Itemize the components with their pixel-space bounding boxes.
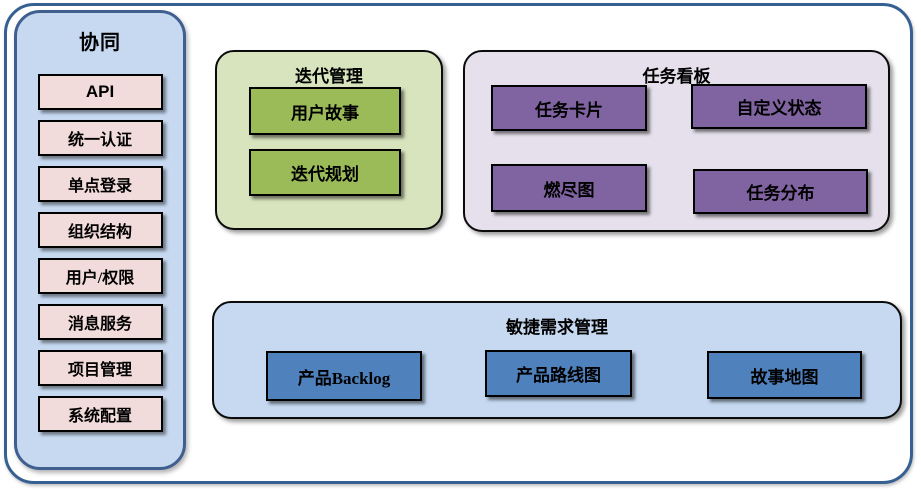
sidebar-item-message-service: 消息服务	[37, 304, 163, 340]
panel-iteration-title: 迭代管理	[295, 67, 363, 86]
card-burndown-chart: 燃尽图	[491, 164, 647, 212]
panel-agile-requirements: 敏捷需求管理 产品Backlog 产品路线图 故事地图	[212, 301, 902, 419]
sidebar-title: 协同	[79, 32, 121, 54]
panel-task-board-title: 任务看板	[642, 67, 711, 86]
panel-task-board: 任务看板 任务卡片 自定义状态 燃尽图 任务分布	[463, 50, 890, 232]
sidebar-item-user-permissions: 用户/权限	[37, 258, 163, 294]
panel-agile-requirements-title: 敏捷需求管理	[506, 318, 608, 337]
sidebar-item-single-sign-on: 单点登录	[37, 166, 163, 202]
sidebar-item-api: API	[37, 74, 163, 110]
sidebar-item-list: API 统一认证 单点登录 组织结构 用户/权限 消息服务 项目管理 系统配置	[17, 74, 183, 432]
card-user-story: 用户故事	[249, 87, 401, 135]
sidebar-item-unified-auth: 统一认证	[37, 120, 163, 156]
card-product-backlog: 产品Backlog	[266, 351, 422, 401]
sidebar-item-org-structure: 组织结构	[37, 212, 163, 248]
panel-iteration-management: 迭代管理 用户故事 迭代规划	[215, 50, 443, 230]
sidebar-item-system-config: 系统配置	[37, 396, 163, 432]
collaboration-sidebar: 协同 API 统一认证 单点登录 组织结构 用户/权限 消息服务 项目管理 系统…	[14, 10, 186, 470]
sidebar-item-project-management: 项目管理	[37, 350, 163, 386]
card-task-distribution: 任务分布	[693, 169, 868, 214]
card-task-card: 任务卡片	[491, 85, 647, 131]
card-custom-status: 自定义状态	[691, 84, 867, 129]
card-product-roadmap: 产品路线图	[485, 350, 632, 397]
card-story-map: 故事地图	[707, 351, 862, 399]
diagram-frame: 协同 API 统一认证 单点登录 组织结构 用户/权限 消息服务 项目管理 系统…	[4, 3, 913, 484]
card-iteration-planning: 迭代规划	[249, 149, 401, 196]
